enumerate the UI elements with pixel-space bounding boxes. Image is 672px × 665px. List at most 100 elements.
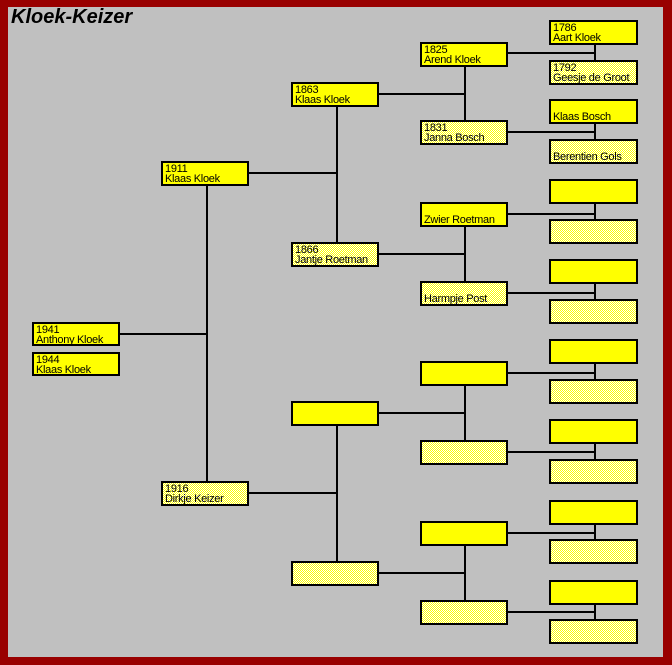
person-name (553, 352, 634, 362)
person-year: 1786 (553, 23, 577, 33)
person-box-unknown-4a[interactable] (420, 361, 508, 386)
person-name: Aart Kloek (553, 33, 601, 43)
connector-klaas-1863-to-parents (379, 93, 466, 95)
person-name (553, 392, 634, 402)
person-name (553, 432, 634, 442)
person-name (553, 232, 634, 242)
person-box-harmpje-post[interactable]: Harmpje Post (420, 281, 508, 306)
person-year (424, 205, 504, 215)
person-year (553, 182, 634, 192)
connector-marriage-unknown-5a-5b (594, 204, 596, 219)
person-year (553, 622, 634, 632)
connector-zwier-to-parents (508, 213, 596, 215)
person-name: Dirkje Keizer (165, 494, 224, 504)
person-name (424, 453, 504, 463)
person-year (553, 302, 634, 312)
person-year (553, 382, 634, 392)
person-box-unknown-4d[interactable] (420, 600, 508, 625)
person-name: Geesje de Groot (553, 73, 630, 83)
connector-unknown-4c-to-parents (508, 532, 596, 534)
person-year (295, 564, 375, 574)
person-name (553, 472, 634, 482)
person-name: Arend Kloek (424, 55, 481, 65)
person-name: Zwier Roetman (424, 215, 495, 225)
connector-janna-to-parents (508, 131, 596, 133)
connector-jantje-to-parents (379, 253, 466, 255)
person-year (424, 443, 504, 453)
person-name (553, 593, 634, 603)
person-box-unknown-5e[interactable] (549, 339, 638, 364)
connector-marriage-unknown-5e-5f (594, 364, 596, 379)
person-box-unknown-5g[interactable] (549, 419, 638, 444)
person-name: Klaas Kloek (165, 174, 220, 184)
person-box-unknown-4b[interactable] (420, 440, 508, 465)
connector-unknown-3a-to-parents (379, 412, 466, 414)
connector-unknown-4b-to-parents (508, 451, 596, 453)
connector-klaas-1911-to-parents (249, 172, 338, 174)
person-name: Berentien Gols (553, 152, 622, 162)
person-year (553, 542, 634, 552)
connector-unknown-4d-to-parents (508, 611, 596, 613)
person-box-unknown-5f[interactable] (549, 379, 638, 404)
person-box-unknown-3b[interactable] (291, 561, 379, 586)
person-name: Klaas Kloek (295, 95, 350, 105)
person-name (424, 613, 504, 623)
person-name: Anthony Kloek (36, 335, 104, 345)
person-year: 1825 (424, 45, 448, 55)
person-name (424, 374, 504, 384)
person-year: 1916 (165, 484, 189, 494)
chart-title: Kloek-Keizer (11, 6, 133, 28)
person-year (424, 364, 504, 374)
person-name (553, 272, 634, 282)
person-box-unknown-5b[interactable] (549, 219, 638, 244)
person-box-unknown-5c[interactable] (549, 259, 638, 284)
person-name: Jantje Roetman (295, 255, 368, 265)
person-box-unknown-5i[interactable] (549, 500, 638, 525)
person-box-unknown-5h[interactable] (549, 459, 638, 484)
connector-dirkje-to-parents (249, 492, 338, 494)
person-box-klaas-bosch[interactable]: Klaas Bosch (549, 99, 638, 124)
connector-arend-to-parents (508, 52, 596, 54)
person-name (553, 192, 634, 202)
person-box-unknown-5j[interactable] (549, 539, 638, 564)
person-year: 1792 (553, 63, 577, 73)
person-year: 1866 (295, 245, 319, 255)
connector-anthony-to-parents (120, 333, 208, 335)
person-year (424, 524, 504, 534)
person-year (295, 404, 375, 414)
person-year (553, 142, 634, 152)
person-name: Janna Bosch (424, 133, 485, 143)
connector-harmpje-to-parents (508, 292, 596, 294)
connector-unknown-3b-to-parents (379, 572, 466, 574)
person-box-zwier-roetman[interactable]: Zwier Roetman (420, 202, 508, 227)
person-year (424, 284, 504, 294)
person-box-unknown-5d[interactable] (549, 299, 638, 324)
person-box-unknown-5a[interactable] (549, 179, 638, 204)
person-box-berentien-gols[interactable]: Berentien Gols (549, 139, 638, 164)
person-box-unknown-3a[interactable] (291, 401, 379, 426)
connector-marriage-klaas-1863-jantje (336, 107, 338, 242)
connector-unknown-4a-to-parents (508, 372, 596, 374)
person-name (295, 414, 375, 424)
person-name (553, 632, 634, 642)
person-year (553, 102, 634, 112)
person-name (553, 552, 634, 562)
person-year (424, 603, 504, 613)
person-year: 1941 (36, 325, 60, 335)
person-year: 1944 (36, 355, 60, 365)
person-name (295, 574, 375, 584)
person-box-unknown-5l[interactable] (549, 619, 638, 644)
person-box-unknown-4c[interactable] (420, 521, 508, 546)
person-box-unknown-5k[interactable] (549, 580, 638, 605)
